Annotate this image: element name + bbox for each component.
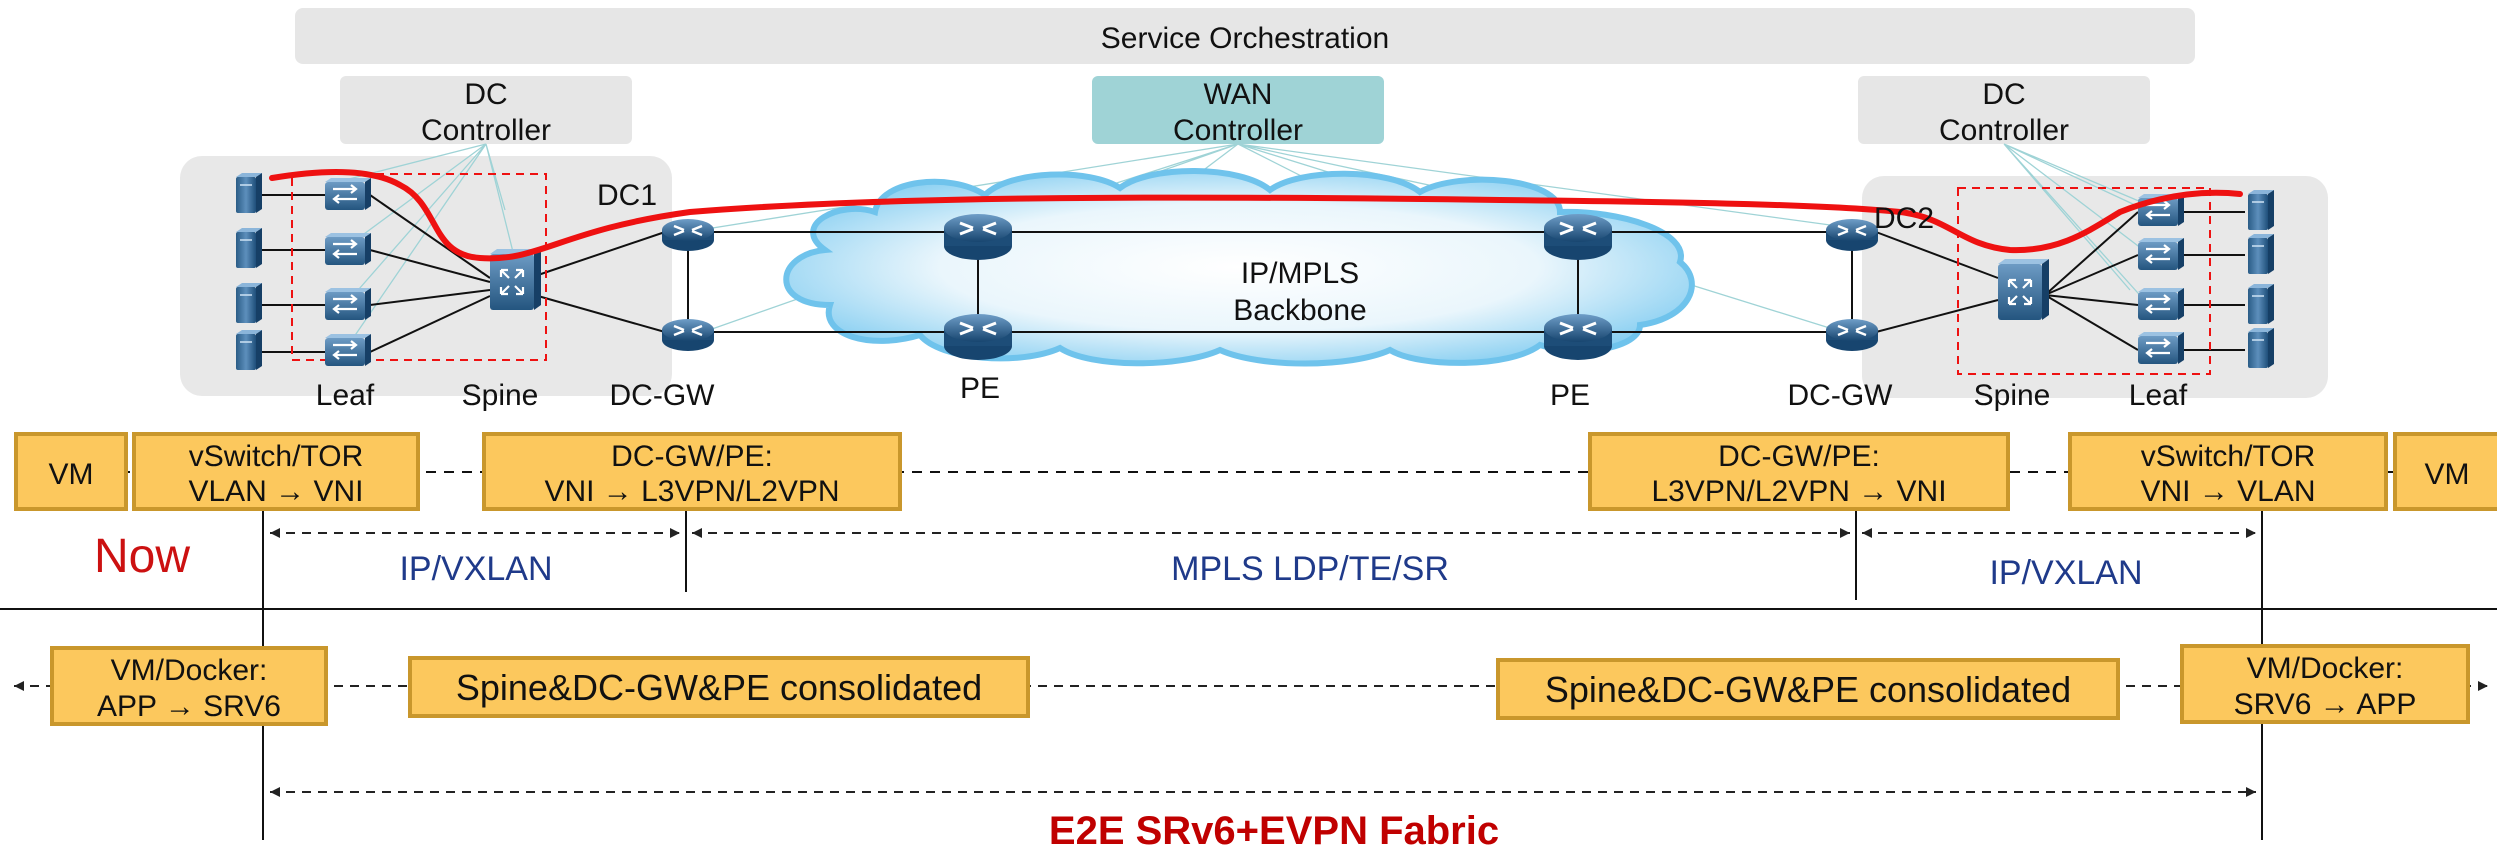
ip-vxlan-left-label: IP/VXLAN <box>399 550 552 588</box>
backbone-line1: IP/MPLS <box>1241 257 1359 290</box>
spine-right-label: Spine <box>1974 379 2051 412</box>
server-icon <box>235 172 263 214</box>
spine-left-label: Spine <box>462 379 539 412</box>
backbone-line2: Backbone <box>1233 294 1366 327</box>
router-icon <box>942 212 1014 262</box>
vm-right-label: VM <box>2425 458 2470 491</box>
server-icon <box>2247 233 2275 275</box>
vm-docker-right-line1: VM/Docker: <box>2247 652 2404 685</box>
wan-controller-box <box>1092 76 1384 144</box>
dcgw-left-label: DC-GW <box>610 379 716 412</box>
orchestration-label: Service Orchestration <box>1101 22 1389 55</box>
dc2-controller-line2: Controller <box>1939 114 2069 147</box>
router-icon <box>660 217 716 253</box>
router-icon <box>942 312 1014 362</box>
orchestration-box <box>295 8 2195 64</box>
dcgw-pe-right-line1: DC-GW/PE: <box>1718 440 1880 473</box>
cloud-icon <box>783 168 1695 367</box>
vswitch-left-line1: vSwitch/TOR <box>189 440 363 473</box>
dcgw-pe-left-line1: DC-GW/PE: <box>611 440 773 473</box>
server-icon <box>235 282 263 324</box>
vswitch-right-line1: vSwitch/TOR <box>2141 440 2315 473</box>
now-row-boxes <box>14 432 2497 511</box>
dc1-fabric-outline <box>291 173 547 361</box>
vm-docker-left-line1: VM/Docker: <box>111 654 268 687</box>
leaf-left-label: Leaf <box>316 379 375 412</box>
dc1-controller-line2: Controller <box>421 114 551 147</box>
vm-docker-right-line2: SRV6 → APP <box>2234 688 2417 721</box>
dc1-controller-line1: DC <box>464 78 507 111</box>
dcgw-pe-right-line2: L3VPN/L2VPN → VNI <box>1651 475 1946 508</box>
now-label: Now <box>94 530 190 583</box>
dcgw-right-label: DC-GW <box>1788 379 1894 412</box>
router-icon <box>1824 217 1880 253</box>
router-icon <box>1542 212 1614 262</box>
dc1-controller-box <box>340 76 632 144</box>
server-icon <box>235 329 263 371</box>
dc2-label: DC2 <box>1874 202 1934 235</box>
dc2-area <box>1862 176 2328 398</box>
dc2-fabric-outline <box>1957 187 2211 375</box>
router-icon <box>1824 317 1880 353</box>
dc2-controller-box <box>1858 76 2150 144</box>
server-icon <box>2247 283 2275 325</box>
traffic-path <box>269 169 2243 262</box>
consolidated-left-label: Spine&DC-GW&PE consolidated <box>456 667 982 708</box>
pe-left-label: PE <box>960 372 1000 405</box>
future-row-boxes <box>50 644 2470 726</box>
wan-controller-line1: WAN <box>1204 78 1273 111</box>
ip-vxlan-right-label: IP/VXLAN <box>1989 554 2142 592</box>
wan-controller-line2: Controller <box>1173 114 1303 147</box>
router-icon <box>660 317 716 353</box>
server-icon <box>2247 189 2275 231</box>
router-icon <box>1542 312 1614 362</box>
vm-left-label: VM <box>49 458 94 491</box>
vm-docker-left-line2: APP → SRV6 <box>97 690 281 723</box>
leaf-right-label: Leaf <box>2129 379 2188 412</box>
dcgw-pe-left-line2: VNI → L3VPN/L2VPN <box>544 475 839 508</box>
dc1-label: DC1 <box>597 179 657 212</box>
consolidated-right-label: Spine&DC-GW&PE consolidated <box>1545 669 2071 710</box>
dc2-controller-line1: DC <box>1982 78 2025 111</box>
server-icon <box>235 227 263 269</box>
fabric-label: E2E SRv6+EVPN Fabric <box>1049 809 1499 848</box>
pe-right-label: PE <box>1550 379 1590 412</box>
dc1-area <box>180 156 672 396</box>
vswitch-left-line2: VLAN → VNI <box>188 475 363 508</box>
vswitch-right-line2: VNI → VLAN <box>2140 475 2315 508</box>
mpls-label: MPLS LDP/TE/SR <box>1171 550 1449 588</box>
network-links <box>255 194 2245 353</box>
spine-switch-icon <box>1996 257 2051 322</box>
server-icon <box>2247 327 2275 369</box>
